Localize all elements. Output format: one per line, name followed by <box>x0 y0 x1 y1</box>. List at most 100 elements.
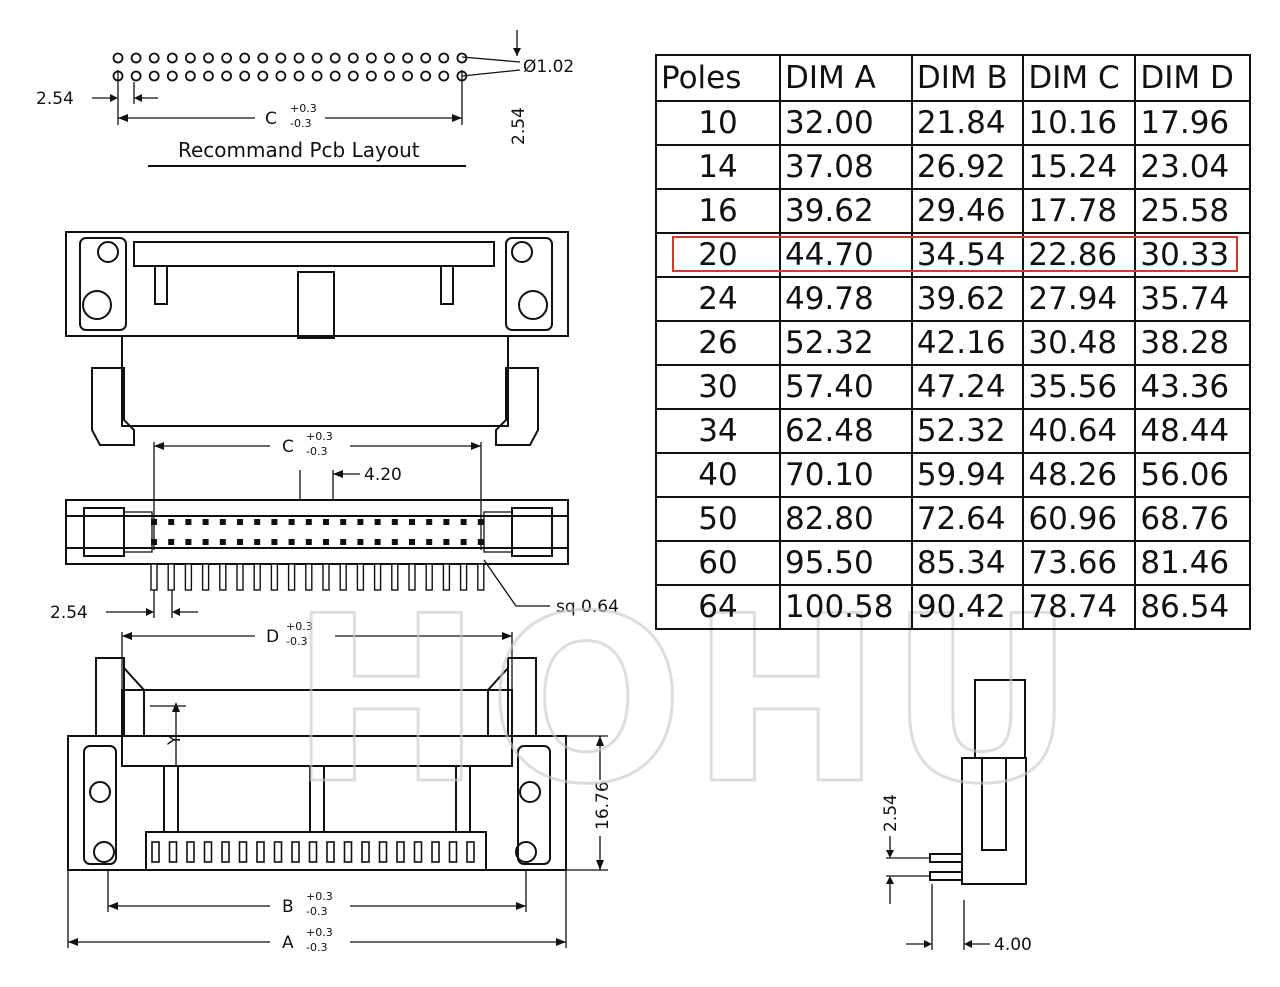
cell-dim-c: 17.78 <box>1022 188 1137 234</box>
pin-square <box>443 519 450 525</box>
cell-dim-c: 60.96 <box>1022 496 1137 542</box>
front-contact-slots <box>151 841 475 863</box>
lead-pin <box>322 563 330 591</box>
top-tol-plus: +0.3 <box>306 430 333 443</box>
contact-slot <box>413 841 423 863</box>
pcb-hole <box>456 52 468 64</box>
connector-side-view: 2.54 4.00 <box>881 679 1032 955</box>
contact-slot <box>378 841 388 863</box>
pcb-tol-minus: -0.3 <box>290 117 311 130</box>
pcb-hole <box>148 52 160 64</box>
cell-dim-c: 30.48 <box>1022 320 1137 366</box>
pin-square <box>374 539 381 545</box>
cell-poles: 14 <box>655 144 781 190</box>
contact-slot <box>291 841 300 863</box>
top-view-dims: C +0.3 -0.3 4.20 <box>153 430 482 550</box>
cell-dim-a: 37.08 <box>779 144 913 190</box>
cell-dim-b: 26.92 <box>910 144 1025 190</box>
cell-dim-c: 10.16 <box>1022 100 1137 146</box>
pcb-hole <box>347 52 359 64</box>
lead-pin <box>477 563 485 591</box>
contact-slot <box>343 841 353 863</box>
pin-square <box>288 539 295 545</box>
pin-square <box>305 539 312 545</box>
pcb-hole <box>402 52 414 64</box>
pcb-layout: Ø1.02 2.54 C +0.3 -0.3 2.54 Recommand Pc… <box>36 30 574 167</box>
pcb-hole <box>365 70 377 82</box>
cell-poles: 16 <box>655 188 781 234</box>
pin-square <box>426 519 433 525</box>
cell-dim-d: 38.28 <box>1134 320 1251 366</box>
cell-dim-b: 34.54 <box>910 232 1025 278</box>
cell-dim-d: 35.74 <box>1134 276 1251 322</box>
cell-dim-d: 25.58 <box>1134 188 1251 234</box>
table-header-row: Poles DIM A DIM B DIM C DIM D <box>655 54 1251 102</box>
pin-square <box>477 519 484 525</box>
pcb-hole <box>166 70 178 82</box>
col-header-dim-d: DIM D <box>1134 54 1251 102</box>
cell-dim-b: 90.42 <box>910 584 1025 630</box>
front-dim-b-label: B <box>282 897 294 917</box>
pin-square <box>340 519 347 525</box>
contact-slot <box>361 841 370 863</box>
cell-dim-a: 100.58 <box>779 584 913 630</box>
pcb-hole <box>365 52 377 64</box>
pcb-hole <box>293 52 305 64</box>
pin-square <box>426 539 433 545</box>
pin-square <box>443 539 450 545</box>
lead-pin <box>184 563 193 591</box>
pcb-hole <box>420 70 432 82</box>
cell-dim-d: 30.33 <box>1134 232 1251 278</box>
pin-square <box>409 519 415 525</box>
pcb-hole <box>184 52 196 64</box>
cell-dim-a: 57.40 <box>779 364 913 410</box>
cell-dim-a: 39.62 <box>779 188 913 234</box>
pcb-hole <box>329 70 341 82</box>
contact-slot <box>238 841 248 863</box>
cell-dim-a: 32.00 <box>779 100 913 146</box>
contact-slot <box>151 841 160 863</box>
pcb-hole <box>130 70 142 82</box>
lead-pin <box>442 563 451 591</box>
pcb-layout-title: Recommand Pcb Layout <box>178 138 420 162</box>
cell-poles: 34 <box>655 408 781 454</box>
pcb-hole <box>293 70 305 82</box>
lead-pin <box>356 563 365 591</box>
lead-pin <box>236 563 244 591</box>
pcb-hole <box>148 70 160 82</box>
pin-square <box>460 539 467 545</box>
lead-pin <box>373 563 382 591</box>
pcb-hole <box>257 70 269 82</box>
lead-pin <box>201 563 210 591</box>
pin-square <box>151 539 157 545</box>
cell-dim-b: 59.94 <box>910 452 1025 498</box>
lead-pin <box>391 563 399 591</box>
pcb-hole <box>275 70 287 82</box>
lead-pin <box>305 563 313 591</box>
cell-dim-a: 82.80 <box>779 496 913 542</box>
cell-dim-c: 78.74 <box>1022 584 1137 630</box>
pcb-pitch-h-label: 2.54 <box>36 89 74 109</box>
pcb-hole <box>311 52 323 64</box>
pin-square <box>254 539 261 545</box>
cell-dim-b: 52.32 <box>910 408 1025 454</box>
contact-slot <box>448 841 458 863</box>
cell-dim-c: 35.56 <box>1022 364 1137 410</box>
lead-pin <box>287 563 296 591</box>
lead-pin <box>219 563 227 591</box>
pcb-hole <box>166 52 178 64</box>
cell-poles: 30 <box>655 364 781 410</box>
pin-square <box>202 539 209 545</box>
front-dim-d-label: D <box>266 627 279 647</box>
cell-dim-b: 21.84 <box>910 100 1025 146</box>
lead-pin <box>408 563 416 591</box>
pcb-hole <box>203 52 214 64</box>
connector-front-view: D +0.3 -0.3 Y 16.76 <box>67 620 613 954</box>
pin-square <box>271 519 278 525</box>
cell-poles: 50 <box>655 496 781 542</box>
pin-square <box>323 539 329 545</box>
